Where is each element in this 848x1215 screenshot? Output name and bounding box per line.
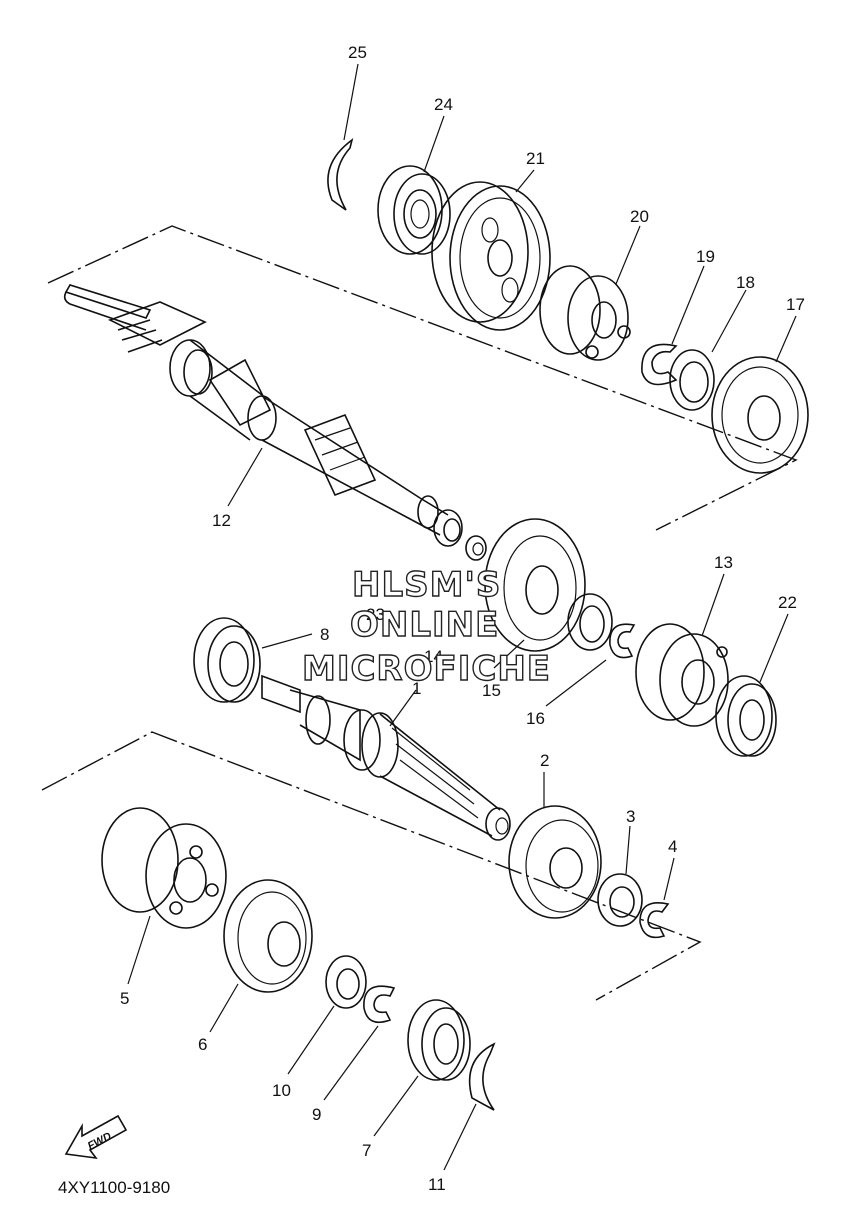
callout-13: 13 xyxy=(714,553,733,572)
watermark-line-2: ONLINE xyxy=(350,605,499,645)
watermark: HLSM'S ONLINE MICROFICHE xyxy=(301,564,551,689)
circlip-19 xyxy=(641,343,678,386)
gear-13 xyxy=(635,623,729,727)
callout-1: 1 xyxy=(412,679,421,698)
fwd-label: FWD xyxy=(86,1130,114,1152)
gear-5 xyxy=(101,807,227,929)
leader-lines xyxy=(127,63,797,1171)
bearing-7 xyxy=(407,999,471,1081)
washer-15 xyxy=(567,593,613,651)
gear-6 xyxy=(223,879,313,993)
circlip-11 xyxy=(468,1042,496,1111)
callout-15: 15 xyxy=(482,681,501,700)
callout-9: 9 xyxy=(312,1105,321,1124)
part-code: 4XY1100-9180 xyxy=(58,1178,171,1197)
fwd-arrow-icon: FWD xyxy=(64,1114,128,1160)
watermark-line-1: HLSM'S xyxy=(352,565,501,605)
callout-2: 2 xyxy=(540,751,549,770)
gear-14 xyxy=(484,518,586,652)
lower-assembly-boundary xyxy=(41,731,702,1001)
callout-19: 19 xyxy=(696,247,715,266)
bearing-24 xyxy=(377,165,451,255)
callout-labels: 25 24 21 20 19 18 17 12 13 22 23 8 14 15… xyxy=(120,43,805,1194)
gear-17 xyxy=(711,356,809,474)
bearing-8 xyxy=(193,617,261,703)
circlip-16 xyxy=(609,623,636,659)
bearing-22 xyxy=(715,675,777,757)
callout-3: 3 xyxy=(626,807,635,826)
callout-18: 18 xyxy=(736,273,755,292)
callout-24: 24 xyxy=(434,95,453,114)
circlip-4 xyxy=(639,902,670,939)
callout-6: 6 xyxy=(198,1035,207,1054)
callout-20: 20 xyxy=(630,207,649,226)
gear-20 xyxy=(539,265,631,361)
axle-shaft xyxy=(261,674,511,841)
gear-2 xyxy=(508,805,602,919)
callout-14: 14 xyxy=(424,647,443,666)
circlip-9 xyxy=(363,985,396,1024)
callout-4: 4 xyxy=(668,837,677,856)
callout-22: 22 xyxy=(778,593,797,612)
washer-10 xyxy=(325,955,367,1009)
watermark-line-3: MICROFICHE xyxy=(302,649,551,689)
callout-21: 21 xyxy=(526,149,545,168)
callout-7: 7 xyxy=(362,1141,371,1160)
callout-16: 16 xyxy=(526,709,545,728)
upper-assembly-boundary xyxy=(47,225,798,531)
washer-18 xyxy=(669,349,715,411)
callout-12: 12 xyxy=(212,511,231,530)
circlip-25 xyxy=(327,138,354,211)
callout-25: 25 xyxy=(348,43,367,62)
callout-5: 5 xyxy=(120,989,129,1008)
callout-10: 10 xyxy=(272,1081,291,1100)
gear-21 xyxy=(431,181,551,331)
callout-23: 23 xyxy=(366,605,385,624)
washer-3 xyxy=(597,873,643,927)
callout-8: 8 xyxy=(320,625,329,644)
collar-23 xyxy=(465,535,487,561)
main-shaft xyxy=(63,284,463,547)
callout-11: 11 xyxy=(428,1175,446,1194)
callout-17: 17 xyxy=(786,295,805,314)
